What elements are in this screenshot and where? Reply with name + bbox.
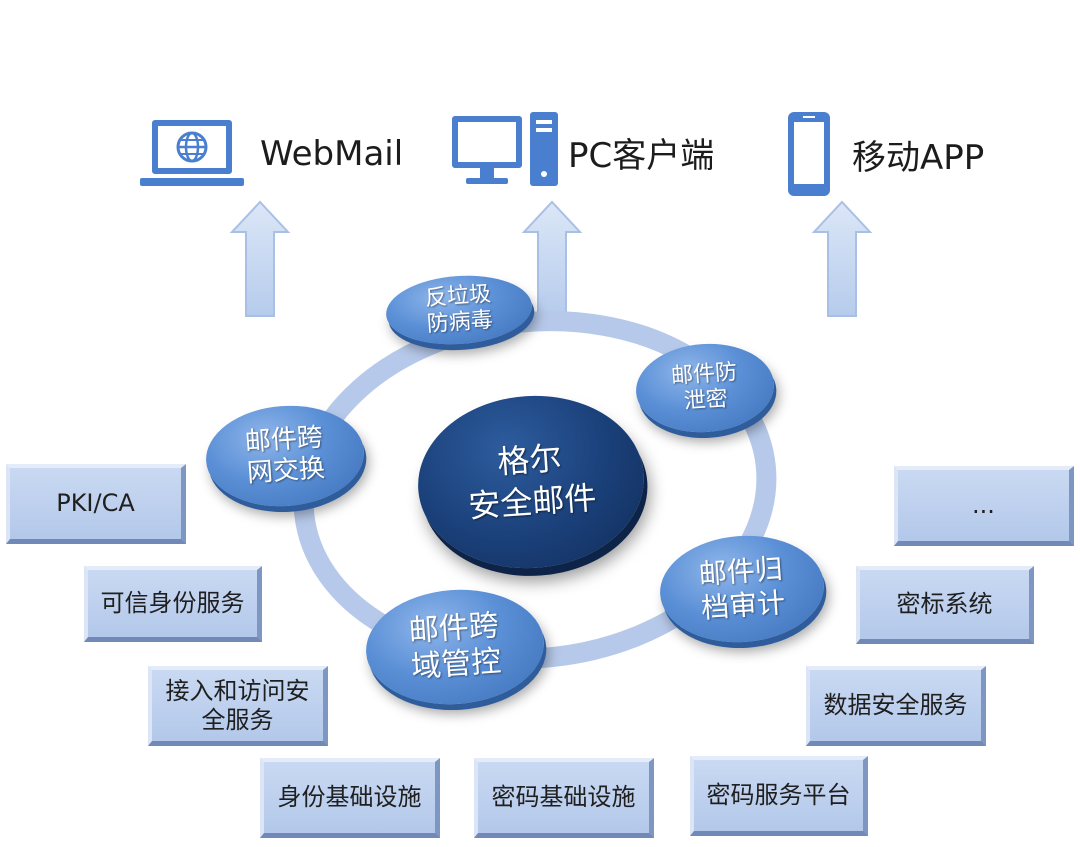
service-box-more: ... [894,466,1074,546]
client-label-webmail: WebMail [260,134,404,174]
client-label-mobile: 移动APP [852,137,985,178]
service-label: PKI/CA [56,489,135,518]
service-box-data-security: 数据安全服务 [806,666,986,746]
service-label: 可信身份服务 [100,589,245,618]
service-label: ... [972,491,995,520]
center-label: 格尔 安全邮件 [467,439,598,526]
service-box-trusted-identity: 可信身份服务 [84,566,262,642]
arrow-up-icon [811,200,873,317]
service-label: 接入和访问安 全服务 [165,676,310,734]
client-label-pc: PC客户端 [568,135,715,176]
service-label: 密码基础设施 [491,783,636,812]
client-webmail: WebMail [140,118,403,190]
client-pc: PC客户端 [452,112,714,192]
service-box-crypto-platform: 密码服务平台 [690,756,868,836]
service-label: 密标系统 [896,590,993,619]
service-box-pkica: PKI/CA [6,464,186,544]
service-box-crypto-infra: 密码基础设施 [474,758,654,838]
service-label: 密码服务平台 [706,781,851,810]
module-label: 邮件归 档审计 [697,552,787,625]
service-box-identity-infra: 身份基础设施 [260,758,440,838]
desktop-pc-icon [452,112,558,186]
module-label: 邮件防 泄密 [670,359,738,415]
arrow-up-icon [229,200,291,317]
client-mobile: 移动APP [786,110,984,198]
module-label: 反垃圾 防病毒 [424,281,494,338]
module-label: 邮件跨 网交换 [243,422,326,489]
service-label: 身份基础设施 [277,783,422,812]
service-box-classification: 密标系统 [856,566,1034,644]
laptop-globe-icon [140,120,244,186]
smartphone-icon [788,112,830,196]
service-label: 数据安全服务 [823,691,968,720]
service-box-access-security: 接入和访问安 全服务 [148,666,328,746]
module-label: 邮件跨 域管控 [407,607,503,686]
